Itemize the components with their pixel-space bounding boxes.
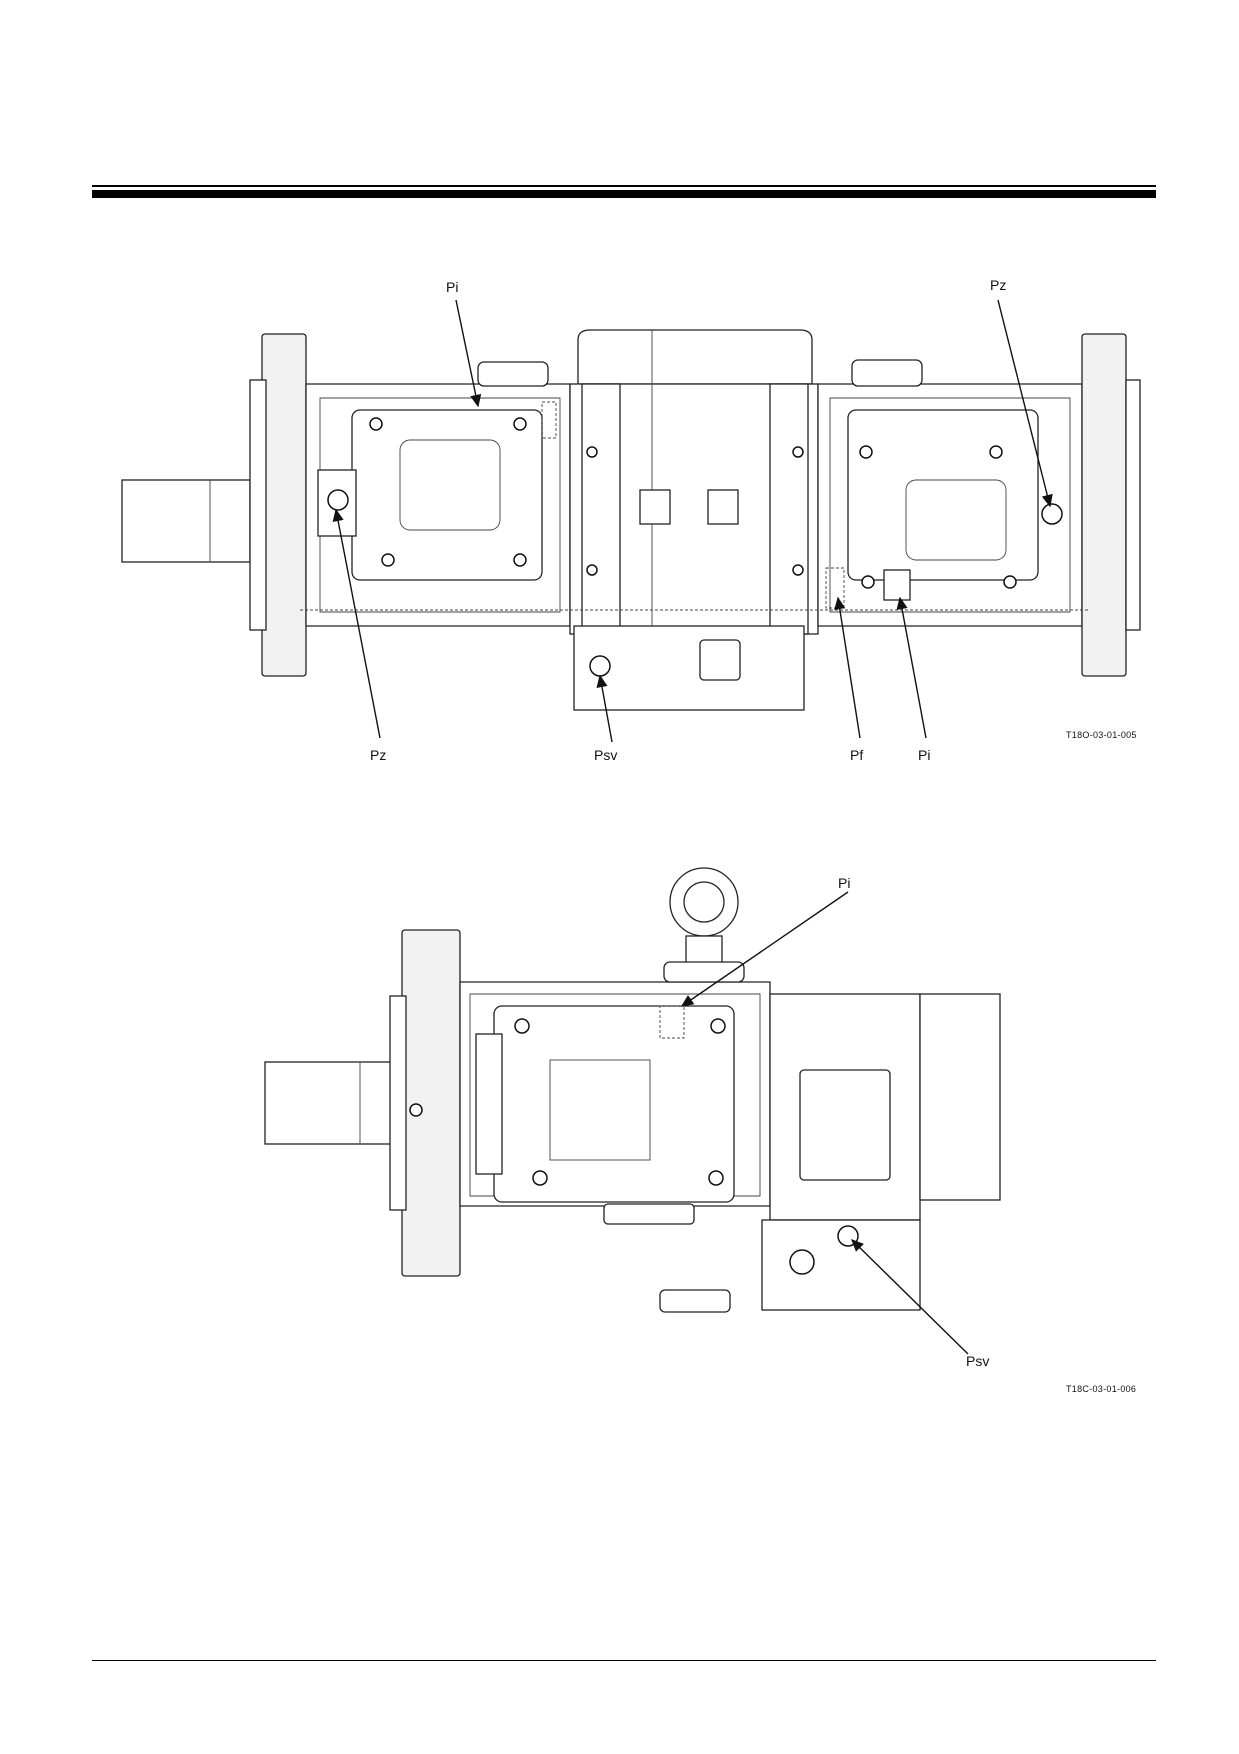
pump-assembly-drawing-bottom [264,867,1001,1313]
callout-arrows-figure-1 [332,299,1053,743]
label-pi-fig2: Pi [838,875,850,891]
figure-id-1: T18O-03-01-005 [1066,730,1137,740]
label-pz-right: Pz [990,277,1006,293]
label-psv-fig2: Psv [966,1353,989,1369]
label-pi-bottom: Pi [918,747,930,763]
figure-id-2: T18C-03-01-006 [1066,1384,1136,1394]
label-pf: Pf [850,747,863,763]
header-rule-thin [92,185,1156,187]
footer-rule [92,1660,1156,1661]
header-rule-thick [92,190,1156,198]
label-pz-left: Pz [370,747,386,763]
label-psv: Psv [594,747,617,763]
label-pi-top: Pi [446,279,458,295]
pump-assembly-drawing-top [121,329,1141,711]
callout-arrows-figure-2 [680,891,969,1355]
